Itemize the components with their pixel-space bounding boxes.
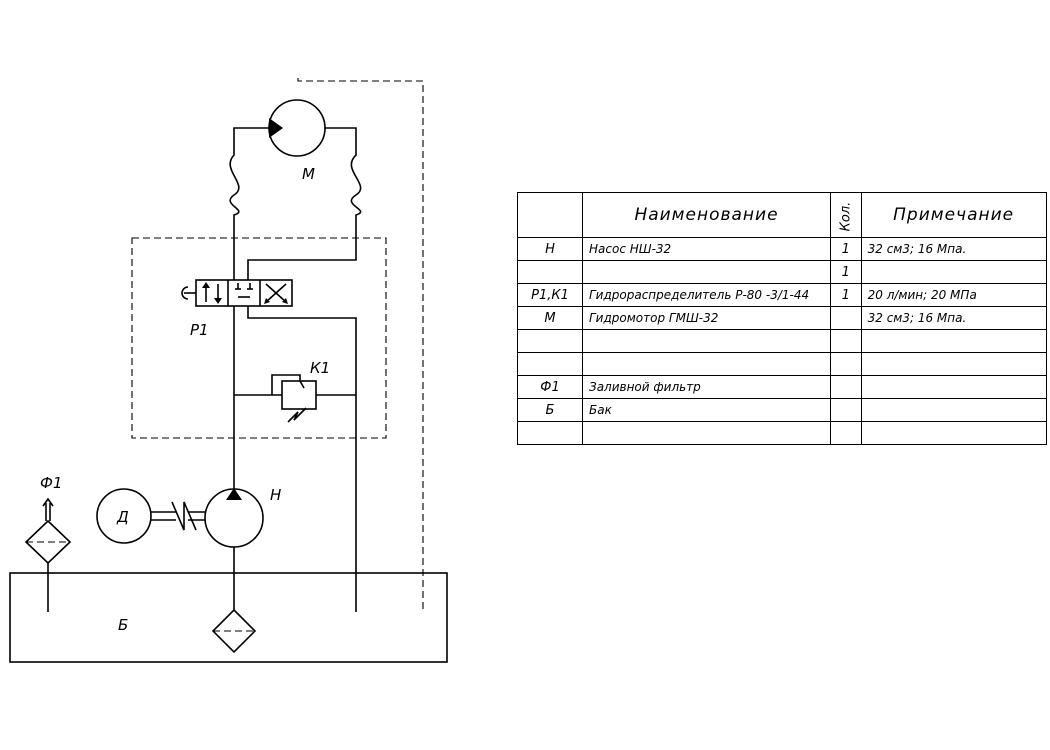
- cell-designation: Б: [517, 398, 583, 422]
- header-qty: Кол.: [830, 192, 862, 238]
- motor-right-hose: [247, 127, 362, 280]
- cell-designation: [517, 329, 583, 353]
- drain-line: [297, 78, 424, 612]
- cell-name: [582, 352, 831, 376]
- cell-note: 20 л/мин; 20 МПа: [860, 283, 1047, 307]
- valve-label: Р1: [190, 321, 209, 339]
- table-row: 1: [517, 260, 1047, 284]
- cell-name: [582, 421, 831, 445]
- table-row: [517, 329, 1047, 353]
- cell-note: [860, 329, 1047, 353]
- cell-name: Бак: [582, 398, 831, 422]
- coupling: [151, 501, 205, 531]
- cell-name: [582, 329, 831, 353]
- pump: [204, 488, 264, 548]
- cell-note: 32 см3; 16 Мпа.: [860, 237, 1047, 261]
- cell-qty: [830, 375, 862, 399]
- return-line: [247, 306, 357, 612]
- header-designation: [517, 192, 583, 238]
- cell-qty: [830, 398, 862, 422]
- cell-name: Насос НШ-32: [582, 237, 831, 261]
- cell-note: [860, 421, 1047, 445]
- cell-qty: 1: [830, 283, 862, 307]
- cell-qty: 1: [830, 260, 862, 284]
- suction-filter: [211, 608, 257, 654]
- table-row: [517, 352, 1047, 376]
- cell-designation: Ф1: [517, 375, 583, 399]
- cell-designation: [517, 352, 583, 376]
- table-row: [517, 421, 1047, 445]
- cell-designation: [517, 260, 583, 284]
- motor-left-hose: [229, 127, 269, 280]
- cell-qty: [830, 306, 862, 330]
- relief-valve: [234, 374, 356, 423]
- directional-valve: [181, 279, 293, 307]
- electric-motor-label: Д: [116, 508, 129, 526]
- header-note: Примечание: [860, 192, 1047, 238]
- cell-name: Гидромотор ГМШ-32: [582, 306, 831, 330]
- filter-label: Ф1: [40, 474, 62, 492]
- cell-designation: Р1,К1: [517, 283, 583, 307]
- electric-motor: [96, 488, 152, 544]
- tank-label: Б: [118, 616, 128, 634]
- relief-valve-label: К1: [310, 359, 330, 377]
- motor-label: М: [302, 165, 315, 183]
- cell-name: [582, 260, 831, 284]
- cell-qty: [830, 329, 862, 353]
- header-name: Наименование: [582, 192, 831, 238]
- cell-note: [860, 375, 1047, 399]
- cell-designation: [517, 421, 583, 445]
- cell-note: [860, 260, 1047, 284]
- tank-outline: [9, 572, 448, 663]
- valve-block-boundary: [131, 237, 387, 439]
- hydraulic-motor: [268, 99, 326, 157]
- cell-name: Гидрораспределитель Р-80 -3/1-44: [582, 283, 831, 307]
- table-header-row: Наименование Кол. Примечание: [517, 192, 1047, 238]
- cell-note: [860, 352, 1047, 376]
- cell-qty: [830, 352, 862, 376]
- cell-designation: М: [517, 306, 583, 330]
- cell-note: 32 см3; 16 Мпа.: [860, 306, 1047, 330]
- cell-designation: Н: [517, 237, 583, 261]
- filler-filter: [24, 497, 72, 612]
- cell-qty: [830, 421, 862, 445]
- cell-name: Заливной фильтр: [582, 375, 831, 399]
- cell-note: [860, 398, 1047, 422]
- cell-qty: 1: [830, 237, 862, 261]
- pump-label: Н: [270, 486, 281, 504]
